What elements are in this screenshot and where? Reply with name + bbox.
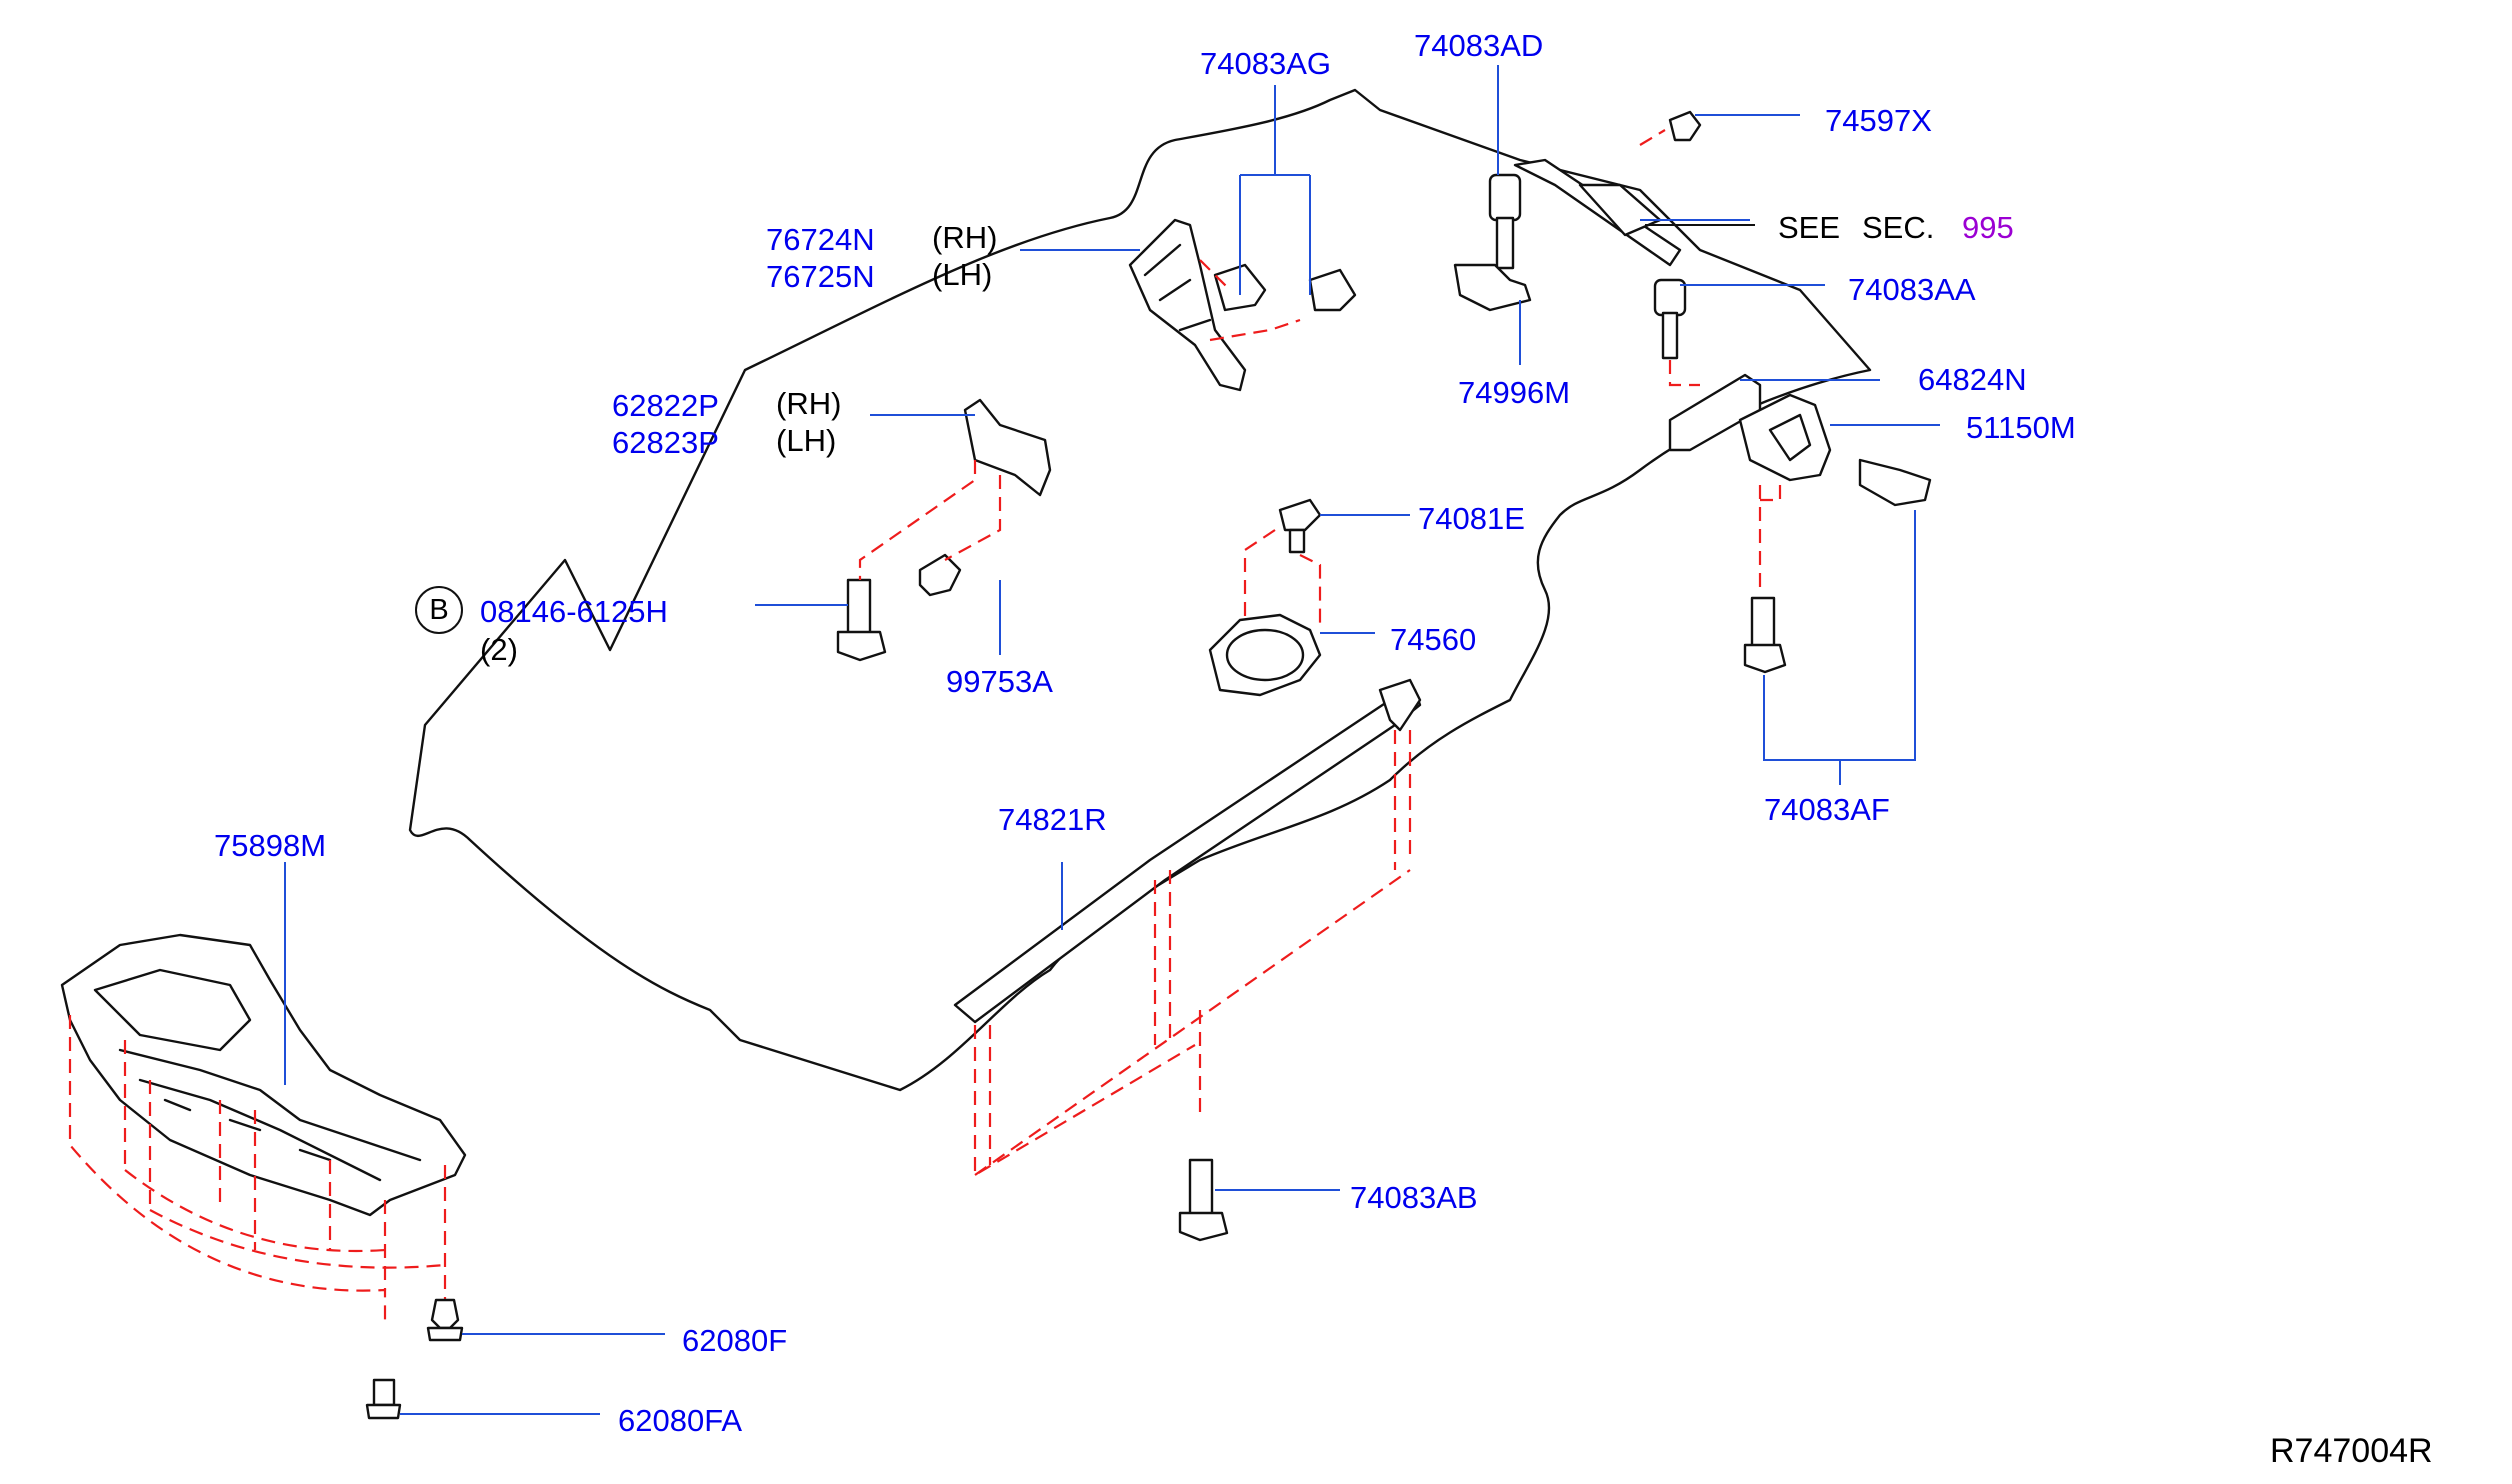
bracket-76724N-illustration (1128, 218, 1357, 392)
bracket-51150M-illustration (1738, 393, 1832, 482)
bracket-74996M-illustration (1453, 263, 1532, 312)
label-74083AD[interactable]: 74083AD (1414, 28, 1544, 63)
clip-62080F-illustration (426, 1298, 464, 1342)
label-sec: SEC. (1862, 210, 1935, 245)
label-74821R[interactable]: 74821R (998, 802, 1107, 837)
label-62080FA[interactable]: 62080FA (618, 1403, 743, 1438)
bolt-51150M-fastener (1858, 458, 1932, 507)
grommet-hidden-lines (1243, 529, 1322, 630)
undercover-75898M-illustration (60, 933, 467, 1217)
bolt-74083AA-illustration (1653, 278, 1700, 387)
label-62080F[interactable]: 62080F (682, 1323, 788, 1358)
label-75898M[interactable]: 75898M (214, 828, 327, 863)
label-76725N[interactable]: 76725N (766, 259, 875, 294)
label-section-995[interactable]: 995 (1962, 210, 2014, 245)
label-51150M[interactable]: 51150M (1966, 410, 2076, 445)
label-qty-2: (2) (480, 632, 518, 667)
bolt-74083AF-illustration (1743, 485, 1787, 674)
label-74083AG[interactable]: 74083AG (1200, 46, 1331, 81)
bolt-08146-6125H-illustration (836, 578, 887, 662)
label-62822P[interactable]: 62822P (612, 388, 719, 423)
undercover-hidden-lines (68, 1015, 447, 1320)
diagram-id: R747004R (2270, 1432, 2433, 1470)
rail-hidden-lines (973, 730, 1412, 1177)
bracket-62822P-illustration (963, 398, 1052, 497)
b-symbol: B (415, 586, 463, 634)
bolt-74083AB-illustration (1178, 1158, 1229, 1242)
label-08146-6125H[interactable]: 08146-6125H (480, 594, 668, 629)
label-lh-76725N: (LH) (932, 257, 993, 292)
label-76724N[interactable]: 76724N (766, 222, 875, 257)
label-74560[interactable]: 74560 (1390, 622, 1477, 657)
leader-lines (284, 65, 1940, 1415)
clip-74081E-illustration (1278, 498, 1322, 554)
label-62823P[interactable]: 62823P (612, 425, 719, 460)
clip-99753A-illustration (918, 553, 962, 597)
label-74996M[interactable]: 74996M (1458, 375, 1571, 410)
label-99753A[interactable]: 99753A (946, 664, 1053, 699)
label-rh-76724N: (RH) (932, 220, 998, 255)
label-74083AF[interactable]: 74083AF (1764, 792, 1890, 827)
floor-panel-outline (408, 88, 1872, 1092)
label-74081E[interactable]: 74081E (1418, 501, 1525, 536)
label-74083AB[interactable]: 74083AB (1350, 1180, 1478, 1215)
jack-illustration (1513, 110, 1702, 267)
label-rh-62822P: (RH) (776, 386, 842, 421)
label-74083AA[interactable]: 74083AA (1848, 272, 1976, 307)
rail-74821R-illustration (953, 678, 1422, 1024)
bolt-74083AD-illustration (1488, 173, 1522, 270)
label-lh-62823P: (LH) (776, 423, 837, 458)
label-74597X[interactable]: 74597X (1825, 103, 1932, 138)
grommet-74560-illustration (1208, 613, 1322, 697)
bracket-hidden-lines (858, 460, 1002, 580)
label-see: SEE (1778, 210, 1841, 245)
label-64824N[interactable]: 64824N (1918, 362, 2027, 397)
clip-62080FA-illustration (365, 1378, 402, 1420)
